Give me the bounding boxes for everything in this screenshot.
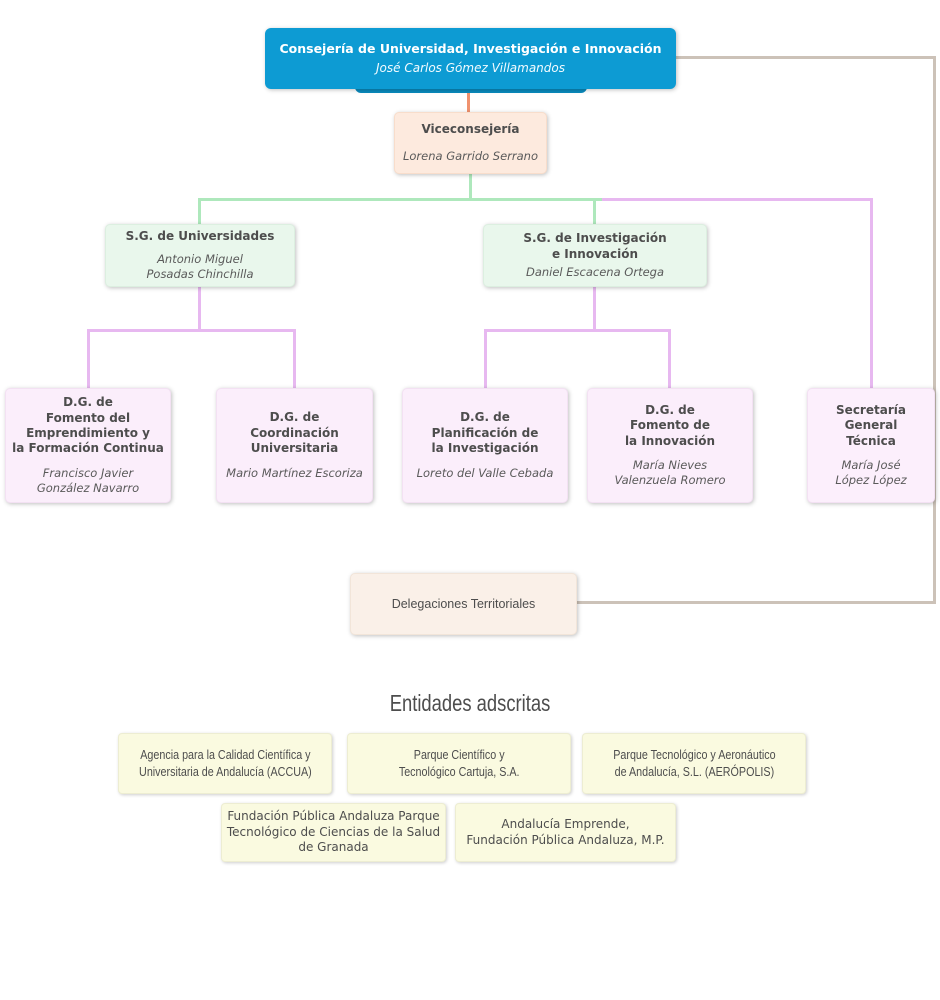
connector-sg2-horizontal <box>484 329 671 332</box>
org-node-title: S.G. de Universidades <box>125 229 275 244</box>
org-node-person: Loreto del Valle Cebada <box>416 465 554 480</box>
org-node-sg-investigacion[interactable]: S.G. de Investigación e Innovación Danie… <box>483 224 707 287</box>
org-node-person: Antonio Miguel Posadas Chinchilla <box>146 251 254 281</box>
connector-vice-down <box>469 174 472 200</box>
entity-label: Andalucía Emprende, Fundación Pública An… <box>466 816 665 847</box>
org-node-title: Delegaciones Territoriales <box>391 597 536 611</box>
connector-right-vertical <box>933 56 936 604</box>
org-node-dg-emprendimiento[interactable]: D.G. de Fomento del Emprendimiento y la … <box>5 388 171 503</box>
entity-label: Parque Científico y Tecnológico Cartuja,… <box>398 748 520 779</box>
org-node-dg-planificacion[interactable]: D.G. de Planificación de la Investigació… <box>402 388 568 503</box>
org-node-title: Consejería de Universidad, Investigación… <box>279 40 662 56</box>
org-node-title: Viceconsejería <box>421 122 520 137</box>
connector-sg2-down <box>593 286 596 331</box>
connector-sg1-down <box>198 286 201 331</box>
connector-to-dg2 <box>293 329 296 389</box>
connector-root-to-vice <box>467 89 470 113</box>
org-node-title: D.G. de Planificación de la Investigació… <box>431 410 539 456</box>
org-node-person: María Nieves Valenzuela Romero <box>614 458 726 488</box>
org-node-secretaria-general-tecnica[interactable]: Secretaría General Técnica María José Ló… <box>807 388 935 503</box>
org-node-person: Lorena Garrido Serrano <box>402 148 539 163</box>
entity-accua[interactable]: Agencia para la Calidad Científica y Uni… <box>118 733 332 794</box>
connector-to-dg4 <box>668 329 671 389</box>
connector-to-dg1 <box>87 329 90 389</box>
org-node-person: Daniel Escacena Ortega <box>525 264 665 279</box>
entity-label: Agencia para la Calidad Científica y Uni… <box>138 748 312 779</box>
connector-to-sg-investigacion <box>593 198 596 225</box>
entities-section-title: Entidades adscritas <box>389 690 551 716</box>
connector-root-right <box>676 56 936 59</box>
entity-aeropolis[interactable]: Parque Tecnológico y Aeronáutico de Anda… <box>582 733 806 794</box>
entity-label: Parque Tecnológico y Aeronáutico de Anda… <box>612 748 776 779</box>
org-node-sg-universidades[interactable]: S.G. de Universidades Antonio Miguel Pos… <box>105 224 295 287</box>
org-node-person: María José López López <box>835 458 907 488</box>
org-node-consejeria[interactable]: Consejería de Universidad, Investigación… <box>265 28 676 89</box>
connector-sg-horizontal <box>198 198 602 201</box>
entity-andalucia-emprende[interactable]: Andalucía Emprende, Fundación Pública An… <box>455 803 676 862</box>
org-node-viceconsejeria[interactable]: Viceconsejería Lorena Garrido Serrano <box>394 112 547 174</box>
org-node-title: S.G. de Investigación e Innovación <box>523 231 667 261</box>
org-node-delegaciones-territoriales[interactable]: Delegaciones Territoriales <box>350 573 577 635</box>
connector-to-dg3 <box>484 329 487 389</box>
entity-pts-granada[interactable]: Fundación Pública Andaluza Parque Tecnol… <box>221 803 446 862</box>
connector-to-sg-universidades <box>198 198 201 225</box>
org-node-dg-innovacion[interactable]: D.G. de Fomento de la Innovación María N… <box>587 388 753 503</box>
org-node-title: D.G. de Coordinación Universitaria <box>250 410 339 456</box>
org-node-person: Francisco Javier González Navarro <box>36 465 140 495</box>
connector-sg1-horizontal <box>87 329 296 332</box>
entity-cartuja[interactable]: Parque Científico y Tecnológico Cartuja,… <box>347 733 571 794</box>
entity-label: Fundación Pública Andaluza Parque Tecnol… <box>226 809 441 855</box>
org-node-person: Mario Martínez Escoriza <box>226 465 363 480</box>
org-node-person: José Carlos Gómez Villamandos <box>376 60 565 75</box>
org-node-title: Secretaría General Técnica <box>836 403 906 448</box>
org-node-dg-coordinacion[interactable]: D.G. de Coordinación Universitaria Mario… <box>216 388 373 503</box>
org-node-title: D.G. de Fomento de la Innovación <box>624 403 716 448</box>
org-node-title: D.G. de Fomento del Emprendimiento y la … <box>12 395 164 456</box>
connector-to-sgt-horizontal <box>602 198 873 201</box>
connector-to-sgt-vertical <box>870 198 873 389</box>
connector-to-delegaciones <box>577 601 936 604</box>
